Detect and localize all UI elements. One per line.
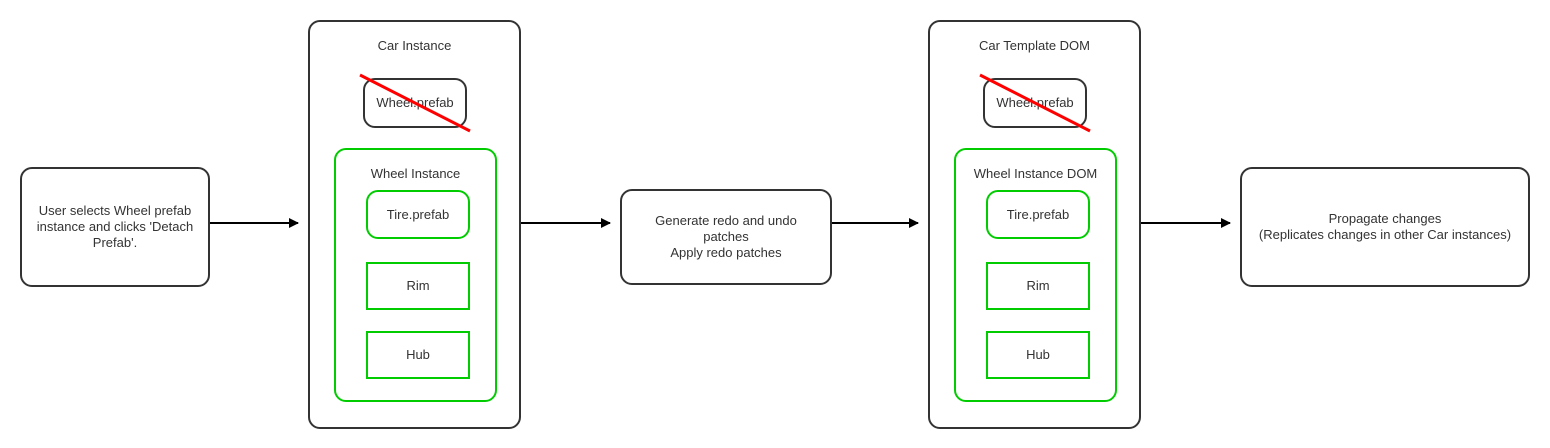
wheel-instance-part-rim[interactable]: Rim bbox=[366, 262, 470, 310]
wheel-instance-dom-part-rim-label: Rim bbox=[1026, 278, 1050, 293]
car-instance-wheel-prefab-node[interactable]: Wheel.prefab bbox=[363, 78, 467, 128]
car-template-dom-title: Car Template DOM bbox=[978, 38, 1090, 53]
arrow-car-instance-to-patches bbox=[521, 218, 611, 228]
car-template-dom-wheel-prefab-label: Wheel.prefab bbox=[996, 95, 1074, 110]
patches-node[interactable]: Generate redo and undo patches Apply red… bbox=[620, 189, 832, 285]
propagate-node[interactable]: Propagate changes (Replicates changes in… bbox=[1240, 167, 1530, 287]
wheel-instance-part-hub[interactable]: Hub bbox=[366, 331, 470, 379]
wheel-instance-dom-part-rim[interactable]: Rim bbox=[986, 262, 1090, 310]
wheel-instance-dom-part-tire-label: Tire.prefab bbox=[1006, 206, 1070, 222]
wheel-instance-dom-title: Wheel Instance DOM bbox=[973, 166, 1098, 181]
wheel-instance-title: Wheel Instance bbox=[370, 166, 461, 181]
user-action-node[interactable]: User selects Wheel prefab instance and c… bbox=[20, 167, 210, 287]
wheel-instance-part-tire[interactable]: Tire.prefab bbox=[366, 190, 470, 239]
arrow-patches-to-template-dom bbox=[832, 218, 919, 228]
car-instance-wheel-prefab-label: Wheel.prefab bbox=[376, 95, 454, 110]
wheel-instance-dom-part-tire[interactable]: Tire.prefab bbox=[986, 190, 1090, 239]
wheel-instance-dom-part-hub[interactable]: Hub bbox=[986, 331, 1090, 379]
wheel-instance-part-tire-label: Tire.prefab bbox=[386, 206, 450, 222]
propagate-label: Propagate changes (Replicates changes in… bbox=[1258, 211, 1512, 242]
wheel-instance-part-rim-label: Rim bbox=[406, 278, 430, 293]
car-template-dom-wheel-prefab-node[interactable]: Wheel.prefab bbox=[983, 78, 1087, 128]
arrow-template-dom-to-propagate bbox=[1141, 218, 1231, 228]
user-action-label: User selects Wheel prefab instance and c… bbox=[36, 203, 194, 250]
patches-label: Generate redo and undo patches Apply red… bbox=[655, 213, 797, 260]
arrow-user-to-car-instance bbox=[210, 218, 299, 228]
wheel-instance-part-hub-label: Hub bbox=[406, 347, 430, 362]
car-instance-title: Car Instance bbox=[377, 38, 452, 53]
wheel-instance-dom-part-hub-label: Hub bbox=[1026, 347, 1050, 362]
